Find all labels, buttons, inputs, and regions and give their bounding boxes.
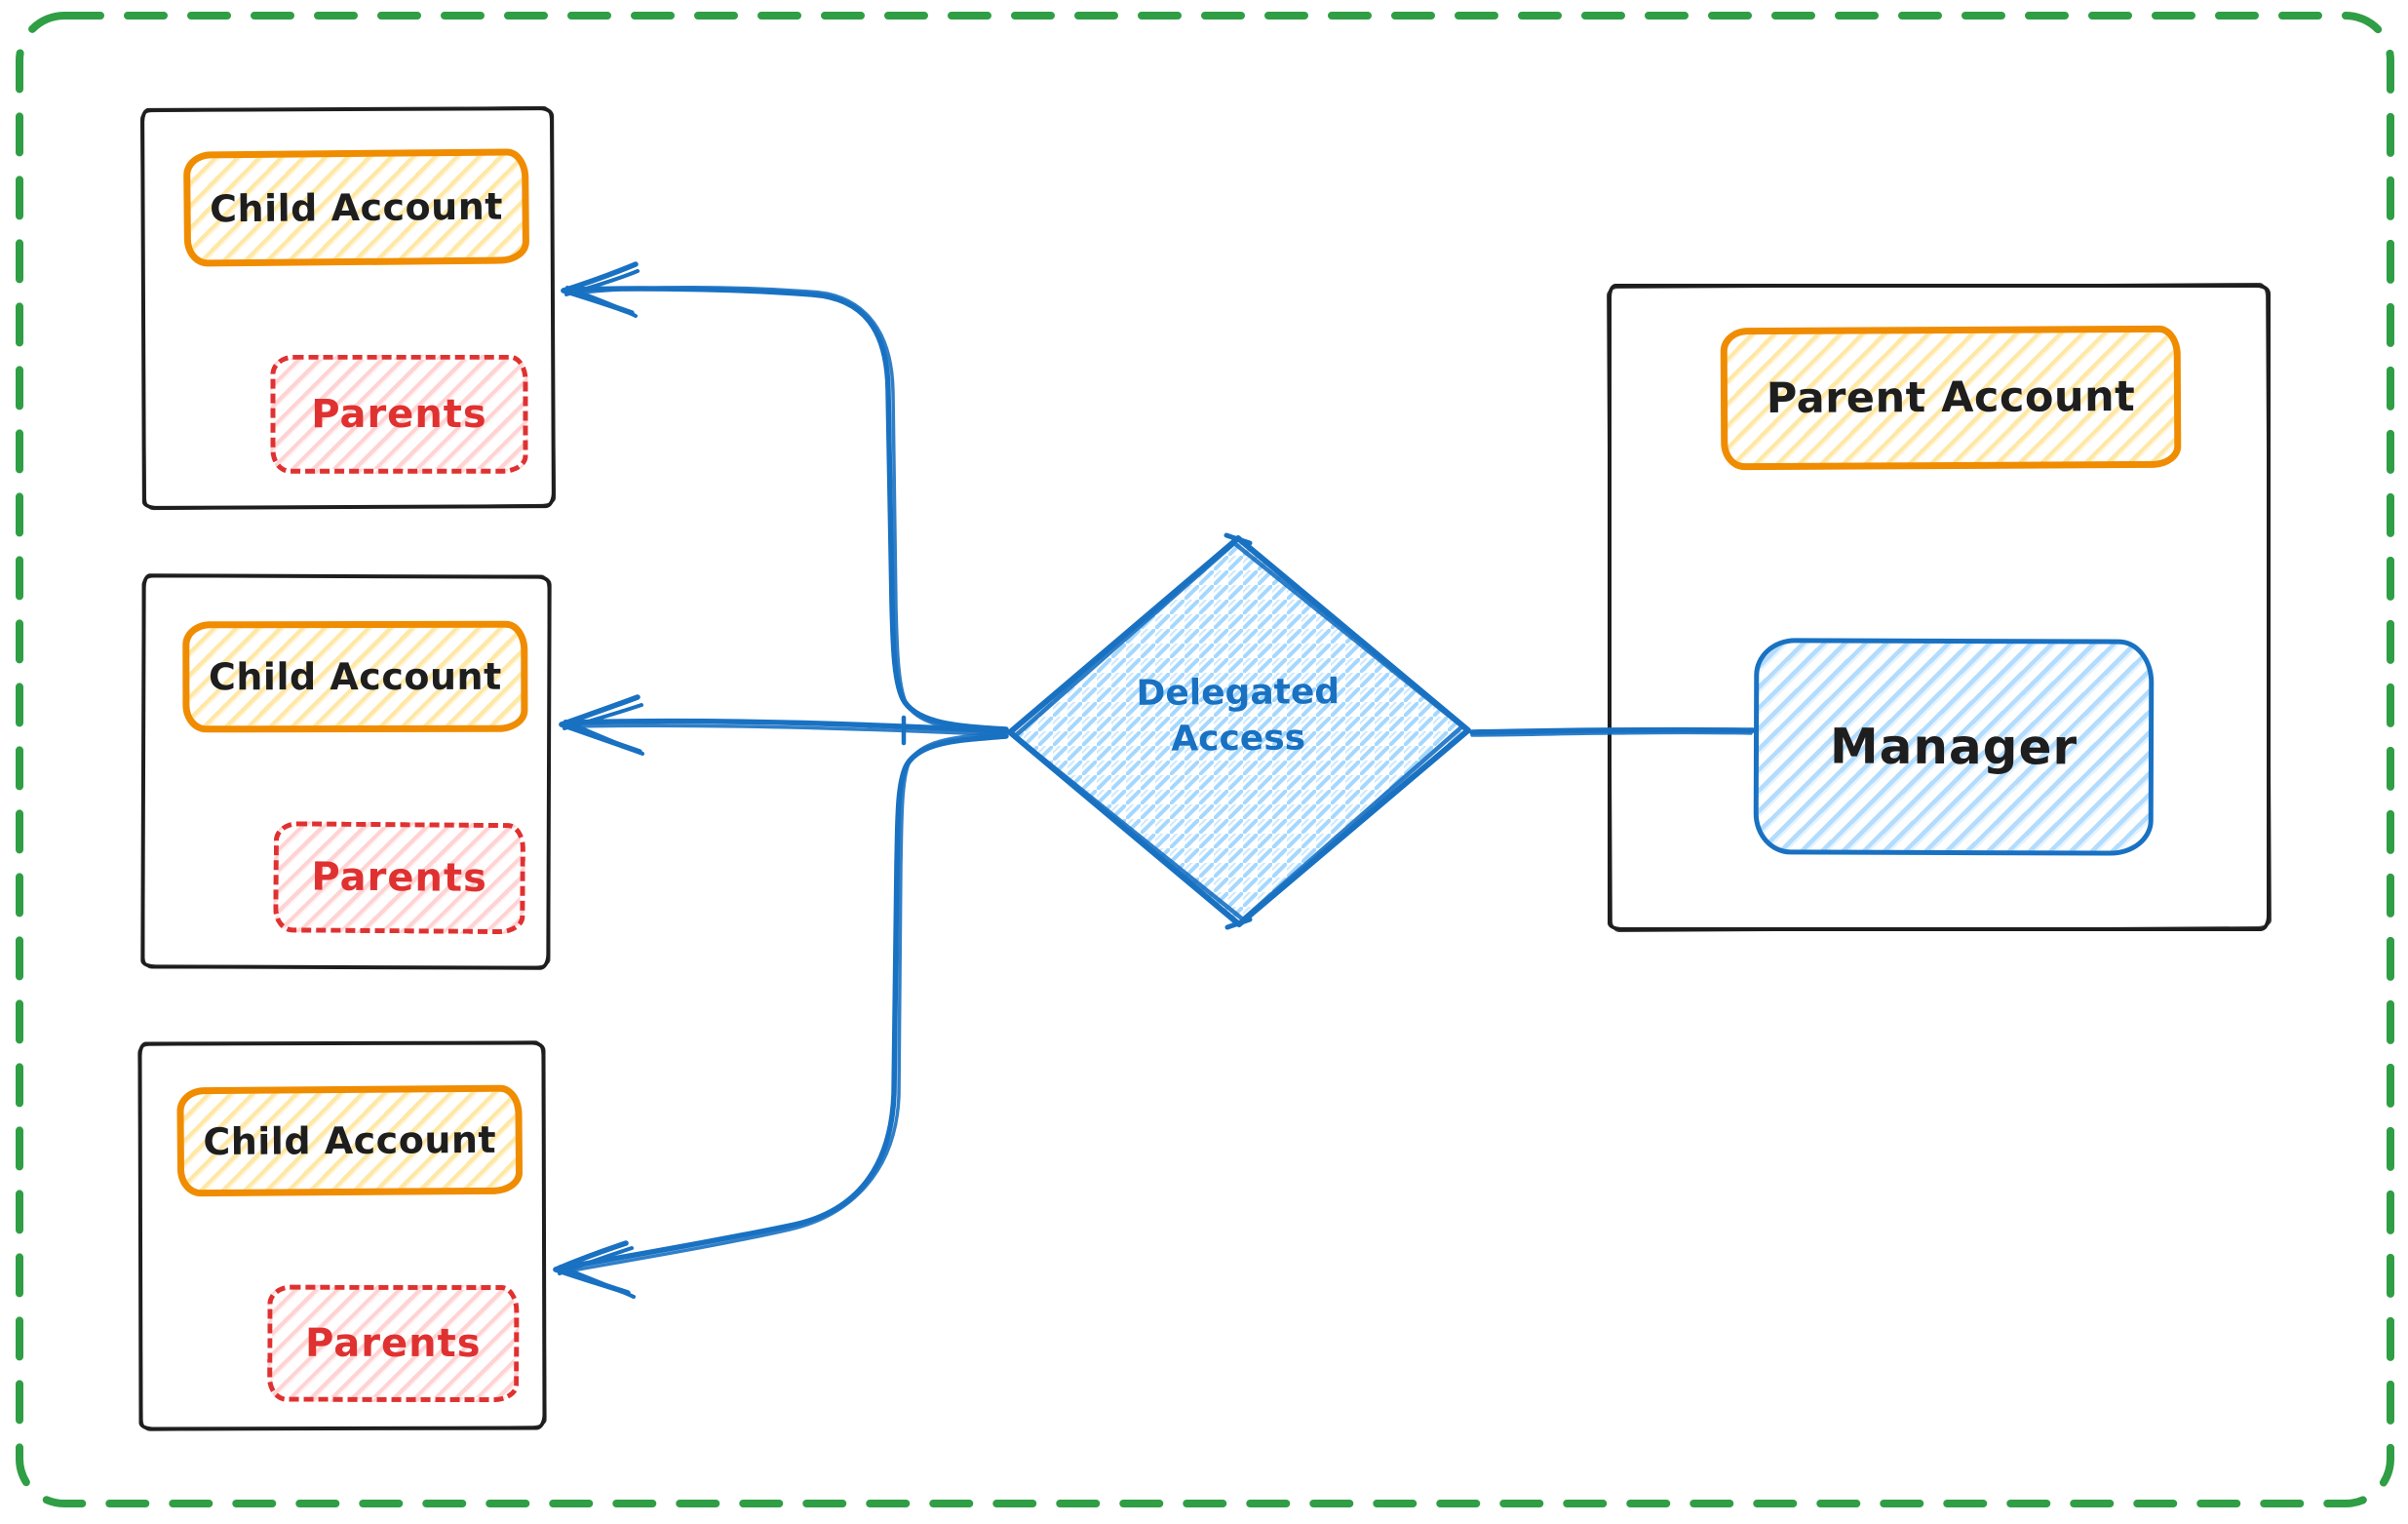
parent-account-box: Parent Account Manager: [1608, 284, 2271, 931]
parent-account-pill: Parent Account: [1720, 325, 2182, 471]
child-account-label-3: Child Account: [203, 1117, 497, 1164]
parents-label-2: Parents: [311, 854, 488, 901]
arrow-to-child-1: [561, 261, 1009, 735]
parents-pill-3: Parents: [267, 1284, 520, 1403]
arrow-to-child-2: [559, 694, 1009, 756]
child-account-box-1: Child Account Parents: [140, 106, 556, 510]
manager-box: Manager: [1753, 638, 2155, 856]
child-account-label-1: Child Account: [209, 184, 504, 231]
parents-label-1: Parents: [311, 391, 487, 437]
child-account-pill-1: Child Account: [182, 148, 530, 267]
child-account-label-2: Child Account: [208, 654, 502, 699]
parents-pill-1: Parents: [270, 354, 528, 474]
child-account-pill-2: Child Account: [182, 620, 528, 733]
parents-pill-2: Parents: [273, 821, 526, 935]
child-account-box-2: Child Account Parents: [140, 573, 552, 970]
manager-label: Manager: [1829, 718, 2078, 776]
delegated-access-label: Delegated Access: [1136, 672, 1340, 760]
arrow-to-child-3: [553, 730, 1009, 1299]
parents-label-3: Parents: [304, 1320, 482, 1367]
child-account-pill-3: Child Account: [176, 1084, 524, 1197]
child-account-box-3: Child Account Parents: [137, 1040, 547, 1431]
parent-account-label: Parent Account: [1766, 372, 2136, 423]
